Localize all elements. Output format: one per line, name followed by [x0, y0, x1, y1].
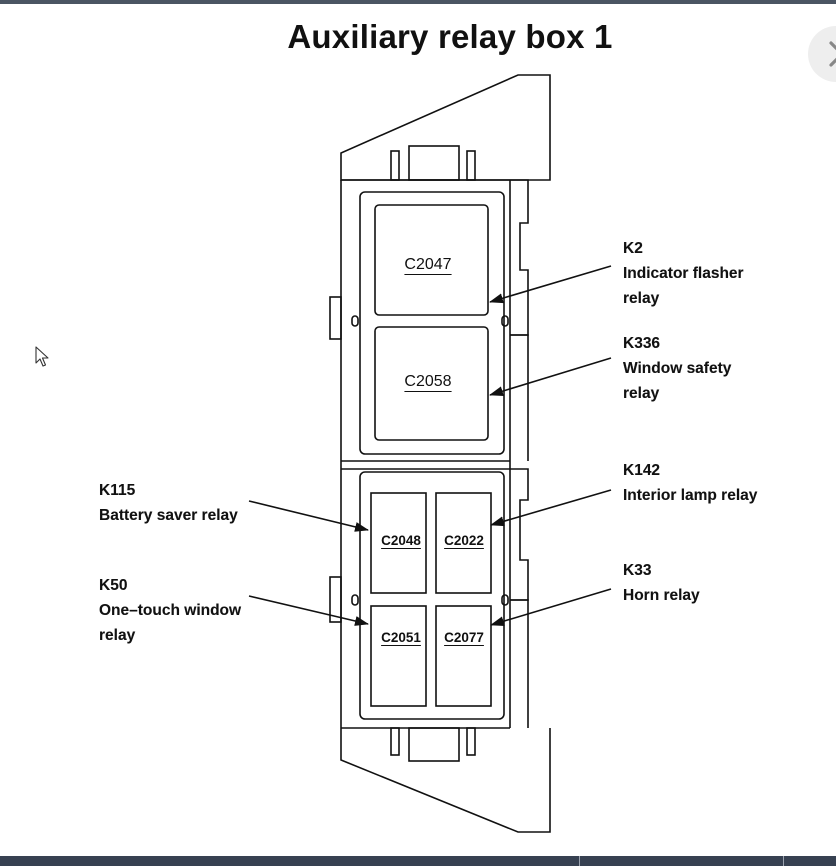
label-k336-line1: Window safety	[623, 360, 732, 377]
housing-bottom	[340, 728, 551, 833]
arrow-k33	[490, 588, 612, 627]
diagram-title: Auxiliary relay box 1	[287, 18, 613, 55]
label-k33-code: K33	[623, 562, 652, 579]
connector-c2058: C2058	[404, 373, 452, 390]
housing-body	[340, 180, 511, 728]
connector-c2048: C2048	[381, 533, 421, 548]
label-k50-line2: relay	[99, 627, 136, 644]
right-tab-lower	[510, 468, 529, 601]
label-k2-code: K2	[623, 240, 643, 257]
slot-c2058	[374, 326, 489, 441]
bottom-toolbar	[0, 856, 836, 866]
bottom-pin-right	[466, 727, 476, 756]
top-pin-right	[466, 150, 476, 181]
top-pin-left	[390, 150, 400, 181]
label-k336-code: K336	[623, 335, 661, 352]
lower-frame	[359, 471, 505, 720]
label-k115: K115 Battery saver relay	[99, 478, 238, 528]
label-k50-code: K50	[99, 577, 128, 594]
bottom-connector	[408, 727, 460, 762]
label-k115-line1: Battery saver relay	[99, 507, 238, 524]
arrow-k50	[248, 595, 369, 626]
housing-top	[340, 74, 551, 181]
top-bar	[0, 0, 836, 4]
label-k2: K2 Indicator flasher relay	[623, 236, 744, 311]
left-tab-upper	[329, 296, 342, 340]
bottom-pin-left	[390, 727, 400, 756]
left-tab-lower	[329, 576, 342, 623]
label-k2-line2: relay	[623, 290, 660, 307]
label-k336: K336 Window safety relay	[623, 331, 731, 406]
label-k142-code: K142	[623, 462, 661, 479]
connector-c2022: C2022	[444, 533, 484, 548]
label-k50: K50 One–touch window relay	[99, 573, 241, 648]
arrow-k2	[489, 265, 612, 304]
mouse-pointer-icon	[35, 346, 49, 367]
right-tab-middle	[510, 334, 529, 461]
label-k33-line1: Horn relay	[623, 587, 700, 604]
arrow-k142	[490, 489, 612, 527]
connector-c2077: C2077	[444, 630, 484, 645]
label-k142: K142 Interior lamp relay	[623, 458, 757, 508]
label-k2-line1: Indicator flasher	[623, 265, 744, 282]
slot-c2077	[435, 605, 492, 707]
label-k142-line1: Interior lamp relay	[623, 487, 758, 504]
arrow-k115	[248, 500, 369, 532]
slot-c2022	[435, 492, 492, 594]
slot-c2047	[374, 204, 489, 316]
top-connector	[408, 145, 460, 181]
connector-c2051: C2051	[381, 630, 421, 645]
slot-c2048	[370, 492, 427, 594]
chevron-right-icon	[829, 41, 836, 67]
label-k33: K33 Horn relay	[623, 558, 700, 608]
arrow-k336	[489, 357, 612, 396]
upper-frame	[359, 191, 505, 455]
label-k336-line2: relay	[623, 385, 660, 402]
connector-c2047: C2047	[404, 256, 452, 273]
right-tab-upper	[510, 179, 529, 336]
label-k50-line1: One–touch window	[99, 602, 242, 619]
slot-c2051	[370, 605, 427, 707]
label-k115-code: K115	[99, 482, 136, 499]
